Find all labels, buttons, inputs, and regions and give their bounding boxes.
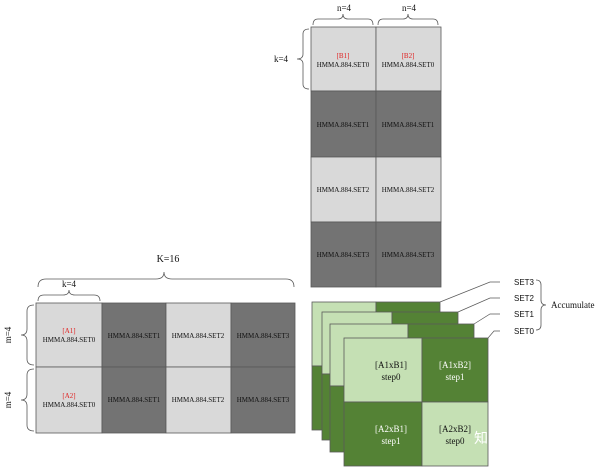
matrix-a-cell (230, 366, 296, 434)
matrix-a-cell (230, 302, 296, 368)
brace-k4-a (37, 289, 101, 302)
brace-m-top (20, 304, 35, 366)
matrix-b-cell (375, 221, 442, 288)
accumulator-stack: [A1xB1] step0 [A1xB2] step1 [A2xB1] step… (311, 278, 594, 467)
matrix-b-cell-label: HMMA.884.SET1 (382, 121, 435, 129)
brace-k-b (296, 28, 310, 90)
matrix-a-cell (35, 366, 103, 434)
matrix-b-cell-label: HMMA.884.SET3 (317, 251, 370, 259)
tile-label: [A1xB2] (439, 360, 471, 370)
tile-step: step0 (446, 436, 465, 446)
leader-set0 (487, 330, 500, 339)
leader-set3 (439, 281, 500, 303)
matrix-b-cell-label: HMMA.884.SET2 (382, 186, 435, 194)
watermark: 知乎 @Marvin (474, 430, 568, 447)
matrix-a-tag: [A1] (62, 327, 75, 335)
tile-step: step1 (446, 372, 465, 382)
matrix-a-tag: [A2] (62, 392, 75, 400)
matrix-b-cell (375, 26, 442, 92)
matrix-b-cell (375, 90, 442, 158)
set-label: SET2 (514, 294, 535, 303)
matrix-b-cell-label: HMMA.884.SET2 (317, 186, 370, 194)
k-label-b: k=4 (274, 54, 289, 64)
matrix-a-cell-label: HMMA.884.SET3 (237, 332, 290, 340)
matrix-b-cell (310, 221, 377, 288)
matrix-b-cell (310, 90, 377, 158)
leader-set2 (457, 297, 500, 313)
accumulate-label: Accumulate (551, 300, 594, 310)
matrix-b-cell (310, 156, 377, 223)
n-label: n=4 (402, 3, 417, 13)
matrix-b-cell-label: HMMA.884.SET0 (382, 61, 435, 69)
brace-m-bottom (20, 368, 35, 432)
set-label: SET1 (514, 310, 535, 319)
matrix-a-cell-label: HMMA.884.SET0 (43, 336, 96, 344)
leader-set1 (473, 313, 500, 325)
n-label: n=4 (337, 3, 352, 13)
tile-step: step0 (382, 372, 401, 382)
matrix-b-cell-label: HMMA.884.SET3 (382, 251, 435, 259)
matrix-a: [A1] HMMA.884.SET0 HMMA.884.SET1 HMMA.88… (3, 254, 296, 434)
matrix-a-cell-label: HMMA.884.SET1 (108, 332, 161, 340)
accumulator-layer-set0: [A1xB1] step0 [A1xB2] step1 [A2xB1] step… (343, 337, 489, 467)
brace-accumulate (535, 279, 547, 331)
accumulator-tile (421, 401, 489, 467)
matrix-a-cell (35, 302, 103, 368)
set-label: SET0 (514, 327, 535, 336)
matrix-a-cell-label: HMMA.884.SET3 (237, 396, 290, 404)
matrix-a-cell (165, 366, 232, 434)
accumulator-tile (343, 337, 423, 403)
matrix-a-cell-label: HMMA.884.SET2 (172, 396, 225, 404)
tile-label: [A2xB1] (375, 424, 407, 434)
k16-label: K=16 (157, 254, 180, 265)
matrix-b-cell-label: HMMA.884.SET1 (317, 121, 370, 129)
matrix-b: [B1] HMMA.884.SET0 HMMA.884.SET1 HMMA.88… (274, 3, 442, 288)
k4-label-a: k=4 (62, 279, 77, 289)
tile-label: [A1xB1] (375, 360, 407, 370)
accumulator-tile (343, 401, 423, 467)
matrix-a-cell-label: HMMA.884.SET2 (172, 332, 225, 340)
tile-step: step1 (382, 436, 401, 446)
matrix-a-cell (101, 366, 167, 434)
matrix-b-cell (310, 26, 377, 92)
matrix-b-cell-label: HMMA.884.SET0 (317, 61, 370, 69)
brace-k16 (37, 271, 295, 288)
brace-n-left (312, 13, 374, 26)
matrix-a-cell (165, 302, 232, 368)
accumulator-tile (421, 337, 489, 403)
m-label: m=4 (3, 391, 13, 408)
set-label: SET3 (514, 278, 535, 287)
matrix-b-tag: [B1] (337, 52, 350, 60)
m-label: m=4 (3, 326, 13, 343)
brace-n-right (377, 13, 439, 26)
tile-label: [A2xB2] (439, 424, 471, 434)
matrix-a-cell-label: HMMA.884.SET1 (108, 396, 161, 404)
matrix-b-tag: [B2] (402, 52, 415, 60)
matrix-a-cell-label: HMMA.884.SET0 (43, 401, 96, 409)
